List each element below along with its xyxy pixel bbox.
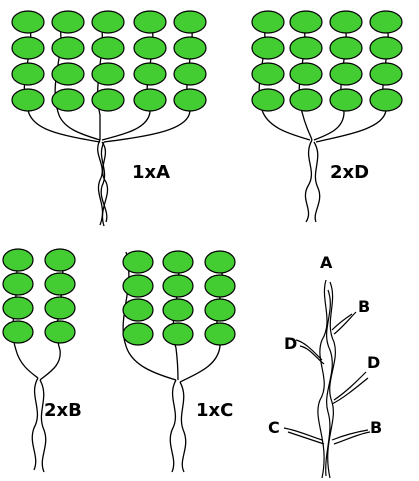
bead xyxy=(173,10,207,34)
bead xyxy=(369,36,403,60)
bead-group-2xD: 2xD xyxy=(251,10,403,223)
branch-label: D xyxy=(284,334,297,353)
bead xyxy=(173,36,207,60)
bead xyxy=(133,10,167,34)
bead xyxy=(11,88,45,112)
bead xyxy=(369,10,403,34)
bead xyxy=(11,10,45,34)
branched-strand-assembly xyxy=(283,279,371,479)
bead xyxy=(162,298,194,322)
bead xyxy=(289,62,323,86)
bead xyxy=(2,296,34,320)
bead-grid xyxy=(251,10,403,112)
branch-label: A xyxy=(320,253,333,272)
bead xyxy=(329,10,363,34)
bead xyxy=(91,62,125,86)
bead xyxy=(289,36,323,60)
group-label-2xB: 2xB xyxy=(44,400,82,421)
bead xyxy=(289,88,323,112)
bead-group-1xC: 1xC xyxy=(122,250,236,473)
branch-label: D xyxy=(367,353,380,372)
branch-labels: A B D D C B xyxy=(268,253,382,437)
bead xyxy=(173,88,207,112)
bead xyxy=(122,250,154,274)
bead xyxy=(122,274,154,298)
bead xyxy=(204,322,236,346)
branch-label: C xyxy=(268,418,280,437)
bead xyxy=(2,248,34,272)
bead xyxy=(133,62,167,86)
bead-grid xyxy=(2,248,76,344)
bead xyxy=(2,272,34,296)
bead xyxy=(133,88,167,112)
bead xyxy=(369,88,403,112)
bead xyxy=(329,88,363,112)
bead xyxy=(11,36,45,60)
bead xyxy=(329,36,363,60)
bead xyxy=(2,320,34,344)
bead xyxy=(289,10,323,34)
bead-group-2xB: 2xB xyxy=(2,248,82,473)
bead xyxy=(91,10,125,34)
bead xyxy=(91,88,125,112)
bead xyxy=(122,298,154,322)
bead xyxy=(133,36,167,60)
bead xyxy=(44,248,76,272)
group-label-1xA: 1xA xyxy=(132,162,170,183)
branch-label: B xyxy=(358,297,370,316)
bead xyxy=(251,88,285,112)
bead xyxy=(204,250,236,274)
bead xyxy=(44,320,76,344)
bead xyxy=(162,322,194,346)
branch-label: B xyxy=(370,418,382,437)
bead xyxy=(162,274,194,298)
bead xyxy=(51,88,85,112)
bead xyxy=(51,10,85,34)
bead xyxy=(44,272,76,296)
bead xyxy=(162,250,194,274)
bead-group-1xA: 1xA xyxy=(11,10,207,227)
bead xyxy=(44,296,76,320)
bead-grid xyxy=(11,10,207,112)
bead xyxy=(173,62,207,86)
bead-grid xyxy=(122,250,236,346)
bead xyxy=(251,10,285,34)
bead xyxy=(51,36,85,60)
bead xyxy=(51,62,85,86)
bead xyxy=(251,62,285,86)
bead xyxy=(251,36,285,60)
bead xyxy=(204,274,236,298)
bead xyxy=(11,62,45,86)
bead xyxy=(369,62,403,86)
group-label-1xC: 1xC xyxy=(196,400,233,421)
bead xyxy=(204,298,236,322)
bead xyxy=(122,322,154,346)
bead xyxy=(91,36,125,60)
group-label-2xD: 2xD xyxy=(330,162,369,183)
bead xyxy=(329,62,363,86)
